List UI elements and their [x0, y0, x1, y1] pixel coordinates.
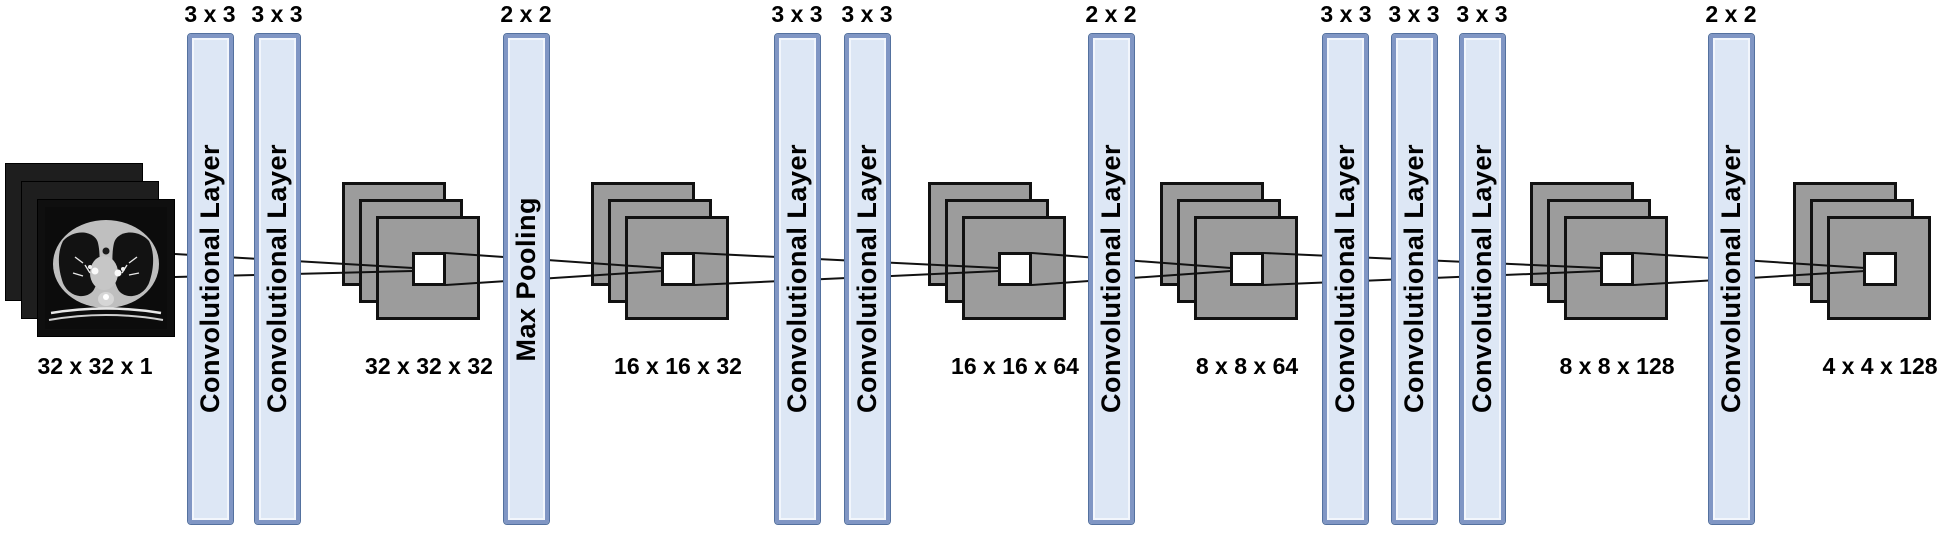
ct-scan-image [45, 207, 167, 329]
dim-label-stack-1: 32 x 32 x 32 [365, 353, 493, 379]
feature-map [1194, 216, 1298, 320]
kernel-size-label-2: 3 x 3 [251, 1, 303, 27]
bar-conv-5-label: Convolutional Layer [1096, 144, 1126, 414]
input-image-stack [5, 163, 175, 337]
dim-label-stack-2: 16 x 16 x 32 [614, 353, 742, 379]
dim-label-stack-3: 16 x 16 x 64 [951, 353, 1079, 379]
bar-conv-5: Convolutional Layer [1088, 33, 1135, 525]
bar-conv-7-label: Convolutional Layer [1399, 144, 1429, 414]
bar-conv-8: Convolutional Layer [1459, 33, 1506, 525]
bar-conv-1: Convolutional Layer [187, 33, 234, 525]
bar-maxpool-1-label: Max Pooling [511, 196, 541, 362]
kernel-size-label-10: 2 x 2 [1705, 1, 1757, 27]
bar-maxpool-1: Max Pooling [503, 33, 550, 525]
bar-conv-3-label: Convolutional Layer [782, 144, 812, 414]
kernel-size-label-9: 3 x 3 [1456, 1, 1508, 27]
dim-label-stack-5: 8 x 8 x 128 [1559, 353, 1675, 379]
kernel-size-label-6: 2 x 2 [1085, 1, 1137, 27]
kernel-window [661, 252, 695, 286]
kernel-size-label-1: 3 x 3 [184, 1, 236, 27]
kernel-window [1600, 252, 1634, 286]
kernel-window [998, 252, 1032, 286]
kernel-size-label-3: 2 x 2 [500, 1, 552, 27]
bar-conv-9: Convolutional Layer [1708, 33, 1755, 525]
kernel-window [1230, 252, 1264, 286]
bar-conv-3: Convolutional Layer [774, 33, 821, 525]
bar-conv-1-label: Convolutional Layer [195, 144, 225, 414]
bar-conv-2: Convolutional Layer [254, 33, 301, 525]
feature-map-stack-2 [591, 182, 729, 320]
kernel-window [412, 252, 446, 286]
kernel-size-label-7: 3 x 3 [1320, 1, 1372, 27]
dim-label-input: 32 x 32 x 1 [37, 353, 153, 379]
feature-map-stack-6 [1793, 182, 1931, 320]
input-slice-front [37, 199, 175, 337]
bar-conv-9-label: Convolutional Layer [1716, 144, 1746, 414]
dim-label-stack-4: 8 x 8 x 64 [1195, 353, 1299, 379]
kernel-size-label-8: 3 x 3 [1388, 1, 1440, 27]
bar-conv-6-label: Convolutional Layer [1330, 144, 1360, 414]
kernel-size-label-5: 3 x 3 [841, 1, 893, 27]
bar-conv-2-label: Convolutional Layer [262, 144, 292, 414]
dim-label-stack-6: 4 x 4 x 128 [1822, 353, 1938, 379]
feature-map-stack-4 [1160, 182, 1298, 320]
kernel-window [1863, 252, 1897, 286]
kernel-size-label-4: 3 x 3 [771, 1, 823, 27]
bar-conv-4-label: Convolutional Layer [852, 144, 882, 414]
bar-conv-4: Convolutional Layer [844, 33, 891, 525]
bar-conv-8-label: Convolutional Layer [1467, 144, 1497, 414]
bar-conv-7: Convolutional Layer [1391, 33, 1438, 525]
bar-conv-6: Convolutional Layer [1322, 33, 1369, 525]
feature-map-stack-1 [342, 182, 480, 320]
